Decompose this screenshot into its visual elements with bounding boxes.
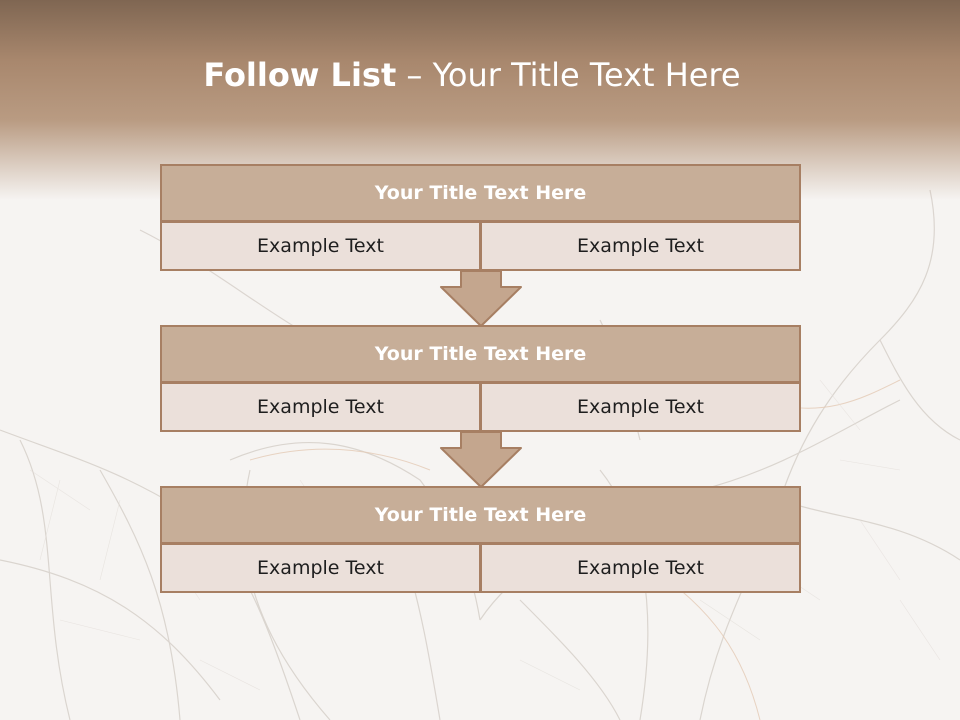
block-title: Your Title Text Here: [160, 325, 801, 383]
slide-title-bold: Follow List: [203, 56, 397, 94]
block-title: Your Title Text Here: [160, 486, 801, 544]
block-cell-left: Example Text: [160, 382, 481, 432]
list-block-2: Your Title Text Here Example Text Exampl…: [160, 325, 801, 432]
down-arrow-icon: [440, 270, 522, 327]
block-cell-right: Example Text: [480, 382, 801, 432]
block-cell-right: Example Text: [480, 221, 801, 271]
down-arrow-icon: [440, 431, 522, 488]
block-cell-left: Example Text: [160, 221, 481, 271]
block-cell-left: Example Text: [160, 543, 481, 593]
slide-title: Follow List – Your Title Text Here: [0, 52, 944, 98]
block-title: Your Title Text Here: [160, 164, 801, 222]
block-cell-right: Example Text: [480, 543, 801, 593]
list-block-3: Your Title Text Here Example Text Exampl…: [160, 486, 801, 593]
list-block-1: Your Title Text Here Example Text Exampl…: [160, 164, 801, 271]
slide-title-subtitle: – Your Title Text Here: [406, 56, 741, 94]
